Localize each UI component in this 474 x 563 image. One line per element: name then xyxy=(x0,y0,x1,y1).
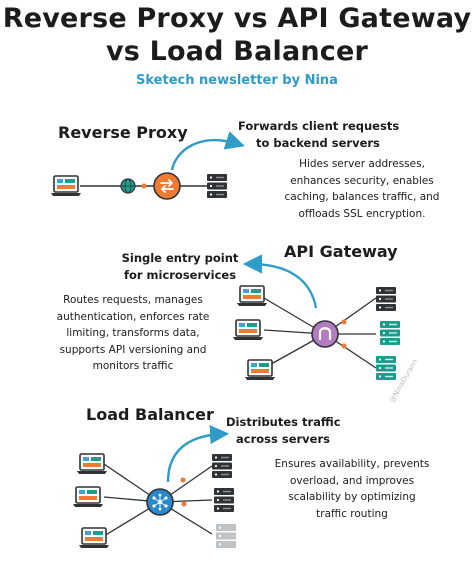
rp-client-laptop-icon xyxy=(50,175,82,197)
page-title-line-2: vs Load Balancer xyxy=(105,36,369,67)
gw-callout-arrow xyxy=(242,254,318,309)
page-subtitle: Sketech newsletter by Nina xyxy=(136,73,338,88)
gw-client-laptop-icon xyxy=(236,285,268,307)
reverse-proxy-desc-line: caching, balances traffic, and xyxy=(284,191,440,203)
gw-client-laptop-icon xyxy=(244,359,276,381)
reverse-proxy-diagram xyxy=(50,131,245,200)
lb-client-laptop-icon xyxy=(78,527,110,549)
page-title-line-1: Reverse Proxy vs API Gateway xyxy=(2,3,472,34)
reverse-proxy-desc-line: offloads SSL encryption. xyxy=(298,207,426,220)
reverse-proxy-desc-line: enhances security, enables xyxy=(290,174,434,187)
reverse-proxy-title: Reverse Proxy xyxy=(58,123,188,142)
load-balancer-title: Load Balancer xyxy=(86,405,214,424)
api-gateway-callout: Single entry point for microservices xyxy=(118,250,242,284)
reverse-proxy-desc-line: Hides server addresses, xyxy=(299,158,425,170)
lb-server-icon xyxy=(214,488,234,512)
load-balancer-callout-line-1: Distributes traffic xyxy=(226,415,341,429)
lb-client-laptop-icon xyxy=(72,486,104,508)
api-gateway-diagram xyxy=(232,254,400,381)
rp-server-icon xyxy=(207,174,227,198)
api-gateway-desc-line: supports API versioning and xyxy=(59,343,207,356)
reverse-proxy-callout-line-1: Forwards client requests xyxy=(238,119,400,133)
gw-server-teal-icon xyxy=(376,356,396,380)
load-balancer-desc-line: traffic routing xyxy=(316,507,388,520)
api-gateway-description: Routes requests, manages authentication,… xyxy=(44,292,222,375)
gateway-n-icon xyxy=(311,320,339,348)
api-gateway-desc-line: limiting, transforms data, xyxy=(66,327,200,339)
load-balancer-diagram xyxy=(72,424,236,549)
api-gateway-desc-line: authentication, enforces rate xyxy=(56,310,210,323)
reverse-proxy-description: Hides server addresses, enhances securit… xyxy=(262,156,462,222)
reverse-proxy-callout: Forwards client requests to backend serv… xyxy=(238,118,399,152)
proxy-swap-arrows-icon xyxy=(153,172,181,200)
lb-server-gray-icon xyxy=(216,524,236,548)
lb-callout-arrow xyxy=(166,424,230,483)
gw-server-icon xyxy=(376,287,396,311)
reverse-proxy-callout-line-2: to backend servers xyxy=(256,136,380,150)
gw-client-laptop-icon xyxy=(232,319,264,341)
load-balancer-callout-line-2: across servers xyxy=(236,432,330,446)
load-balancer-callout: Distributes traffic across servers xyxy=(226,414,341,448)
gw-server-teal-icon xyxy=(380,321,400,345)
load-balancer-description: Ensures availability, prevents overload,… xyxy=(252,456,452,522)
rp-callout-arrow xyxy=(170,131,245,171)
api-gateway-callout-line-1: Single entry point xyxy=(121,251,239,265)
lb-client-laptop-icon xyxy=(76,453,108,475)
load-balancer-desc-line: Ensures availability, prevents xyxy=(274,458,430,470)
lb-server-icon xyxy=(212,454,232,478)
api-gateway-desc-line: monitors traffic xyxy=(92,360,174,372)
api-gateway-title: API Gateway xyxy=(284,242,398,261)
api-gateway-desc-line: Routes requests, manages xyxy=(63,294,203,306)
globe-icon xyxy=(120,178,136,194)
load-balancer-desc-line: scalability by optimizing xyxy=(288,491,416,503)
balancer-network-nodes-icon xyxy=(146,488,174,516)
api-gateway-callout-line-2: for microservices xyxy=(123,268,237,282)
load-balancer-desc-line: overload, and improves xyxy=(289,474,415,487)
